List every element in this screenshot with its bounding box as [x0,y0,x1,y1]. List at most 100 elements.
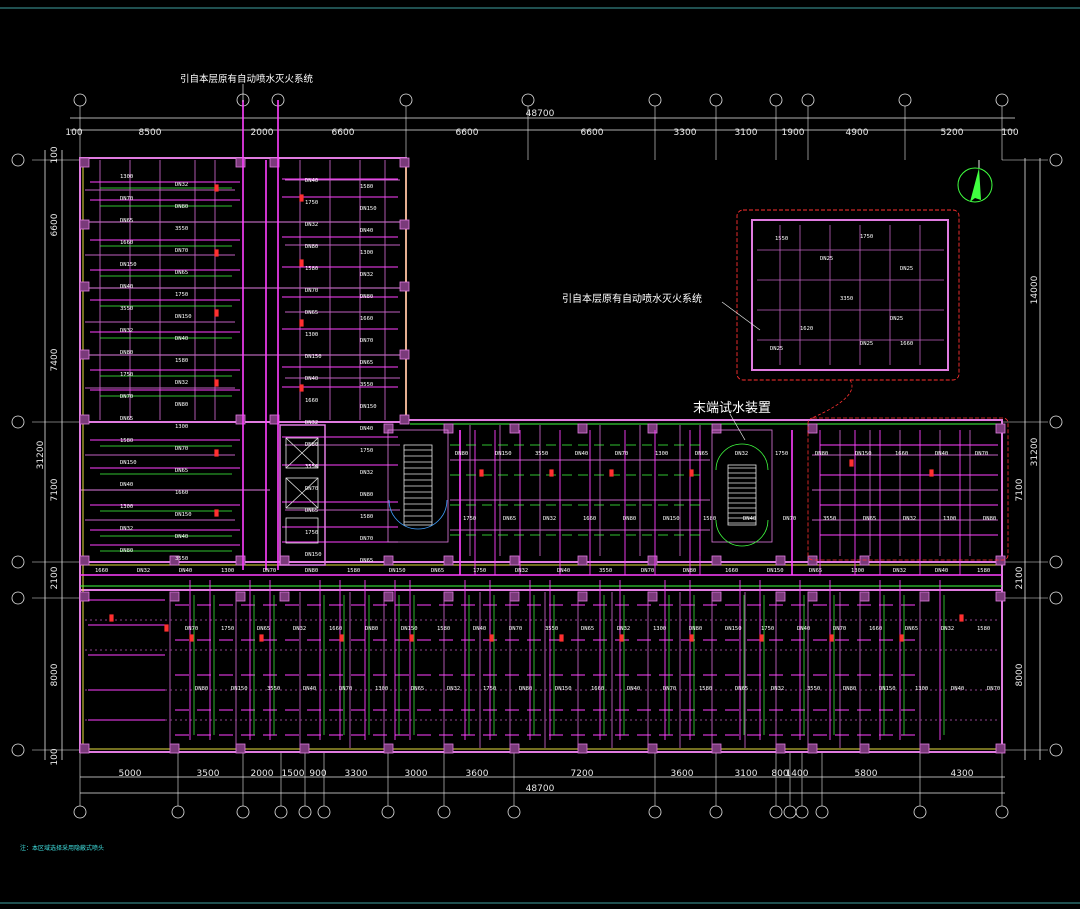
valve-mark [479,469,484,477]
column [647,555,658,566]
drawing-label: DN32 [360,272,373,278]
drawing-label: DN70 [120,196,133,202]
drawing-label: DN150 [360,206,377,212]
axis-bubble [317,805,331,819]
axis-bubble [648,805,662,819]
inset-label: DN25 [900,266,913,272]
axis-bubble [381,805,395,819]
drawing-label: 1750 [221,626,234,632]
drawing-label: 3550 [360,382,373,388]
column [859,555,870,566]
drawing-label: 1300 [375,686,388,692]
drawing-label: DN65 [175,270,188,276]
drawing-label: 1300 [653,626,666,632]
north-arrow-icon [957,160,993,203]
dim-bottom-value: 800 [771,769,788,779]
drawing-label: DN70 [641,568,654,574]
drawing-label: DN40 [360,426,373,432]
column [79,349,90,360]
column [79,219,90,230]
column [443,555,454,566]
drawing-label: DN65 [863,516,876,522]
drawing-label: DN150 [401,626,418,632]
drawing-label: 3550 [120,306,133,312]
valve-mark [339,634,344,642]
drawing-label: 1750 [775,451,788,457]
column [235,414,246,425]
axis-bubble [709,93,723,107]
drawing-label: 3550 [175,226,188,232]
drawing-label: DN150 [389,568,406,574]
drawing-label: DN32 [305,420,318,426]
dim-bottom-total: 48700 [526,784,555,794]
drawing-label: DN40 [557,568,570,574]
valve-mark [849,459,854,467]
drawing-label: 1580 [360,184,373,190]
drawing-label: 3550 [267,686,280,692]
dim-top-value: 4900 [846,128,869,138]
drawing-label: DN65 [120,416,133,422]
drawing-label: DN70 [987,686,1000,692]
column [399,281,410,292]
drawing-label: DN80 [365,626,378,632]
structural-columns [79,157,1006,754]
sprinkler-source-label-right: 引自本层原有自动喷水灭火系统 [562,292,702,305]
drawing-label: DN65 [503,516,516,522]
drawing-label: 1300 [943,516,956,522]
dim-right-value: 31200 [1030,437,1040,466]
main-sprinkler-risers [80,100,1002,576]
column [807,555,818,566]
column [79,281,90,292]
dim-right-value: 8000 [1015,663,1025,686]
drawing-label: DN32 [903,516,916,522]
axis-bubble [995,805,1009,819]
drawing-label: DN40 [175,336,188,342]
axis-bubble [507,805,521,819]
axis-bubble [769,93,783,107]
column [919,743,930,754]
drawing-label: DN40 [797,626,810,632]
column [399,414,410,425]
drawing-label: 1300 [175,424,188,430]
drawing-label: DN65 [360,558,373,564]
valve-mark [959,614,964,622]
axis-bubble [521,93,535,107]
drawing-label: 3550 [305,464,318,470]
column [169,555,180,566]
valve-mark [109,614,114,622]
valve-mark [609,469,614,477]
dim-top-value: 6600 [456,128,479,138]
drawing-label: DN40 [120,284,133,290]
inset-label: DN25 [890,316,903,322]
drawing-label: 1580 [347,568,360,574]
dim-bottom-value: 3600 [671,769,694,779]
drawing-label: DN70 [975,451,988,457]
column [269,414,280,425]
drawing-label: DN150 [305,552,322,558]
axis-bubble [73,805,87,819]
drawing-label: DN65 [305,310,318,316]
axis-bubble [399,93,413,107]
drawing-label: DN65 [411,686,424,692]
column [859,591,870,602]
drawing-label: DN65 [581,626,594,632]
column [79,743,90,754]
drawing-label: 1580 [360,514,373,520]
valve-mark [559,634,564,642]
green-branch-lines [100,187,945,735]
branch-pipes [88,178,998,740]
valve-mark [299,319,304,327]
drawing-label: DN32 [360,470,373,476]
valve-mark [299,259,304,267]
dim-bottom-value: 4300 [951,769,974,779]
drawing-label: DN40 [175,534,188,540]
column [79,555,90,566]
column [443,591,454,602]
dim-left-value: 6600 [50,213,60,236]
drawing-label: DN40 [305,376,318,382]
column [279,555,290,566]
axis-bubble [11,743,25,757]
valve-mark [619,634,624,642]
left-dimension-chain: 31200 [36,150,63,760]
drawing-label: DN80 [623,516,636,522]
